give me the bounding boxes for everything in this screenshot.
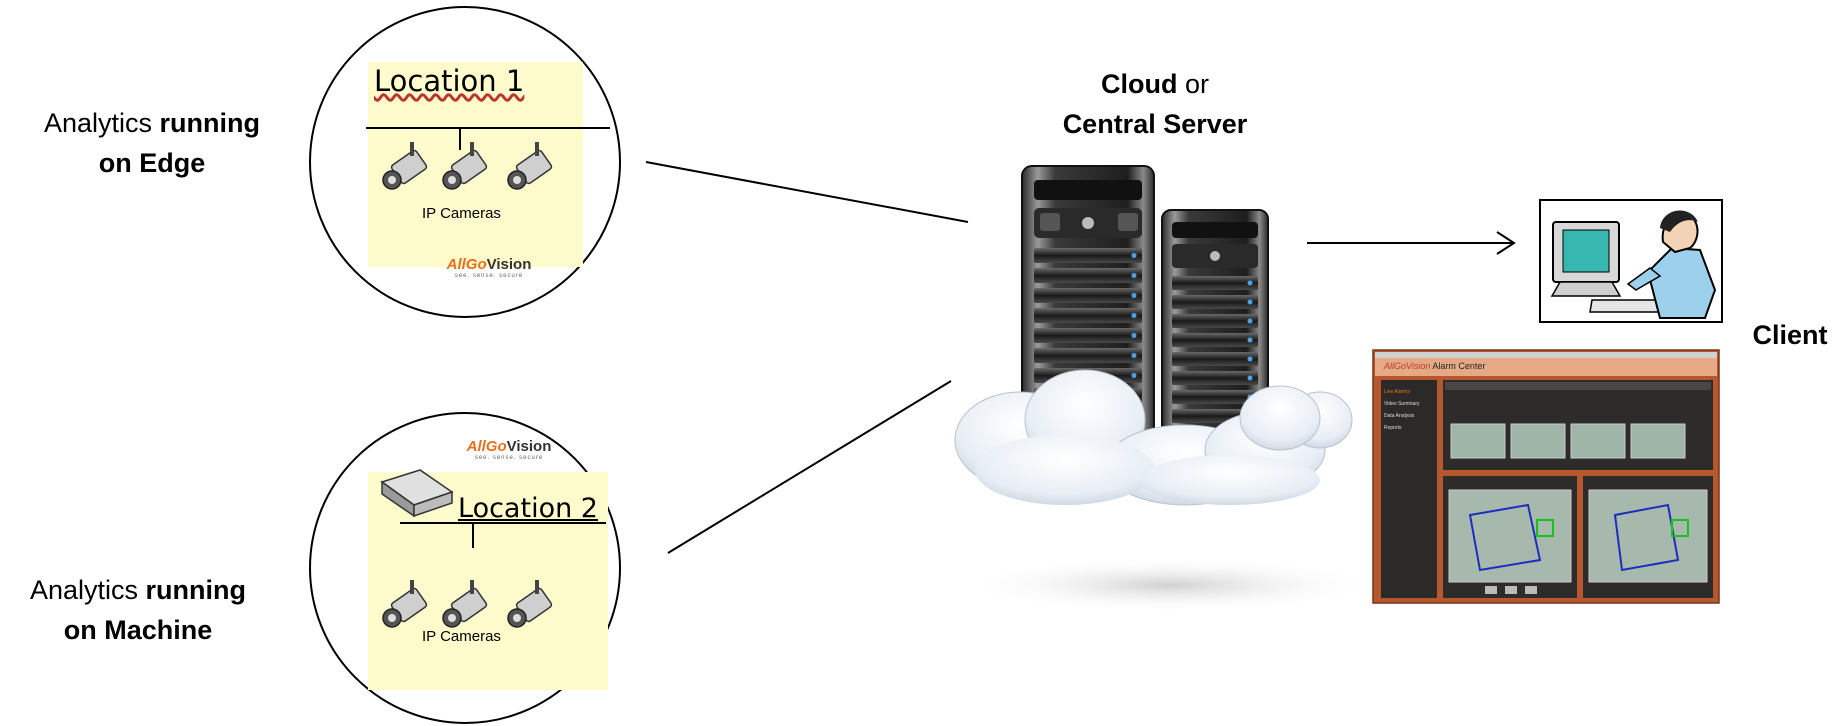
drive-bay — [1034, 288, 1142, 303]
drive-led-icon — [1131, 293, 1137, 298]
alarm-center-title: AllGoVision Alarm Center — [1384, 361, 1486, 371]
location2-title: Location 2 — [458, 493, 598, 524]
drive-led-icon — [1131, 313, 1137, 318]
drive-led-icon — [1131, 373, 1137, 378]
machine-analytics-label: Analytics running on Machine — [29, 575, 247, 645]
drive-led-icon — [1247, 280, 1253, 286]
drive-bay — [1172, 352, 1258, 366]
drive-bay — [1172, 314, 1258, 328]
edge-connector-line — [645, 161, 969, 223]
drive-led-icon — [1247, 299, 1253, 305]
alarm-sidebar: Live Alarms Video Summary Data Analysis … — [1384, 386, 1436, 434]
drive-bay — [1172, 276, 1258, 290]
machine-box-icon — [380, 469, 454, 518]
sidebar-item-video-summary[interactable]: Video Summary — [1384, 401, 1420, 407]
arrow-head-icon — [1496, 231, 1516, 255]
drive-bay — [1034, 268, 1142, 283]
location2-logo: AllGoVision see. sense. secure — [466, 438, 552, 462]
location1-cameras-label: IP Cameras — [422, 205, 501, 222]
drive-led-icon — [1247, 356, 1253, 362]
client-label: Client — [1752, 320, 1828, 350]
drive-led-icon — [1131, 353, 1137, 358]
server-label: Cloud or Central Server — [1062, 69, 1248, 139]
drive-bay — [1172, 371, 1258, 385]
drive-bay — [1172, 333, 1258, 347]
drive-led-icon — [1247, 375, 1253, 381]
location2-cameras-label: IP Cameras — [422, 628, 501, 645]
drive-led-icon — [1131, 253, 1137, 258]
video-frame-right — [1588, 489, 1708, 583]
sidebar-item-live-alarms[interactable]: Live Alarms — [1384, 389, 1410, 395]
drive-led-icon — [1247, 318, 1253, 324]
drive-led-icon — [1131, 273, 1137, 278]
drive-bay — [1172, 390, 1258, 404]
alarm-center-screenshot — [1372, 349, 1720, 604]
drive-bay — [1034, 328, 1142, 343]
location2-circle — [309, 412, 621, 724]
drive-bay — [1172, 295, 1258, 309]
cloud-icon — [954, 369, 1353, 506]
location1-logo: AllGoVision see. sense. secure — [446, 256, 532, 280]
alarm-thumbnails — [1450, 423, 1686, 459]
client-user-icon — [1539, 199, 1723, 323]
sidebar-item-data-analysis[interactable]: Data Analysis — [1384, 413, 1415, 419]
location1-circle — [309, 6, 621, 318]
drive-bay — [1034, 348, 1142, 363]
drive-led-icon — [1131, 333, 1137, 338]
drive-bay — [1034, 248, 1142, 263]
sidebar-item-reports[interactable]: Reports — [1384, 425, 1402, 431]
drive-led-icon — [1247, 337, 1253, 343]
ground-shadow — [960, 557, 1380, 613]
location1-title: Location 1 — [374, 64, 525, 98]
drive-bay — [1034, 308, 1142, 323]
edge-analytics-label: Analytics running on Edge — [43, 108, 261, 178]
machine-connector-line — [667, 380, 952, 554]
